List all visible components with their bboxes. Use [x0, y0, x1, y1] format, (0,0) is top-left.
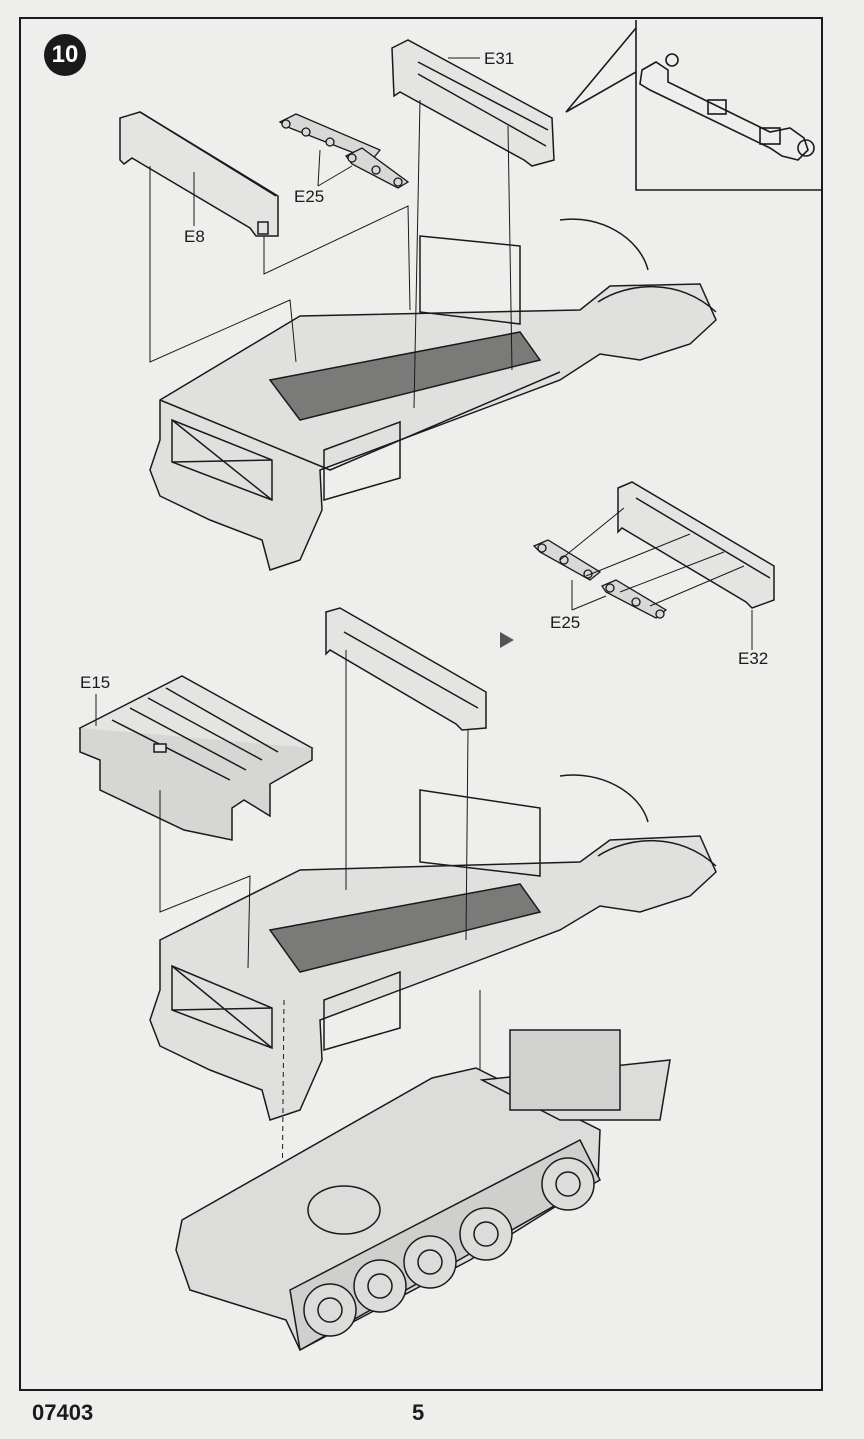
- step-number-badge: 10: [44, 34, 86, 76]
- part-e31: [391, 39, 555, 167]
- part-e32: [617, 481, 775, 609]
- leader-lines: [95, 57, 753, 726]
- page-frame: [19, 17, 823, 1391]
- hull-lower: [149, 774, 717, 1121]
- part-e8: [119, 111, 279, 237]
- chassis-tracks: [175, 1029, 671, 1352]
- page-number: 5: [412, 1400, 425, 1425]
- label-e8: E8: [182, 227, 207, 246]
- part-e15: [78, 675, 314, 841]
- kit-number: 07403: [32, 1400, 94, 1425]
- label-e15: E15: [78, 673, 113, 692]
- label-e25-top: E25: [292, 187, 327, 206]
- hull-upper: [149, 218, 717, 571]
- part-e25-top: [278, 113, 410, 189]
- part-e25-right: [532, 507, 745, 619]
- guide-lines-upper: [149, 99, 513, 409]
- label-e31: E31: [482, 49, 517, 68]
- direction-arrow: [500, 632, 514, 648]
- detail-inset: [565, 20, 822, 191]
- middle-bench: [325, 607, 487, 731]
- label-e25-right: E25: [548, 613, 583, 632]
- label-e32: E32: [736, 649, 771, 668]
